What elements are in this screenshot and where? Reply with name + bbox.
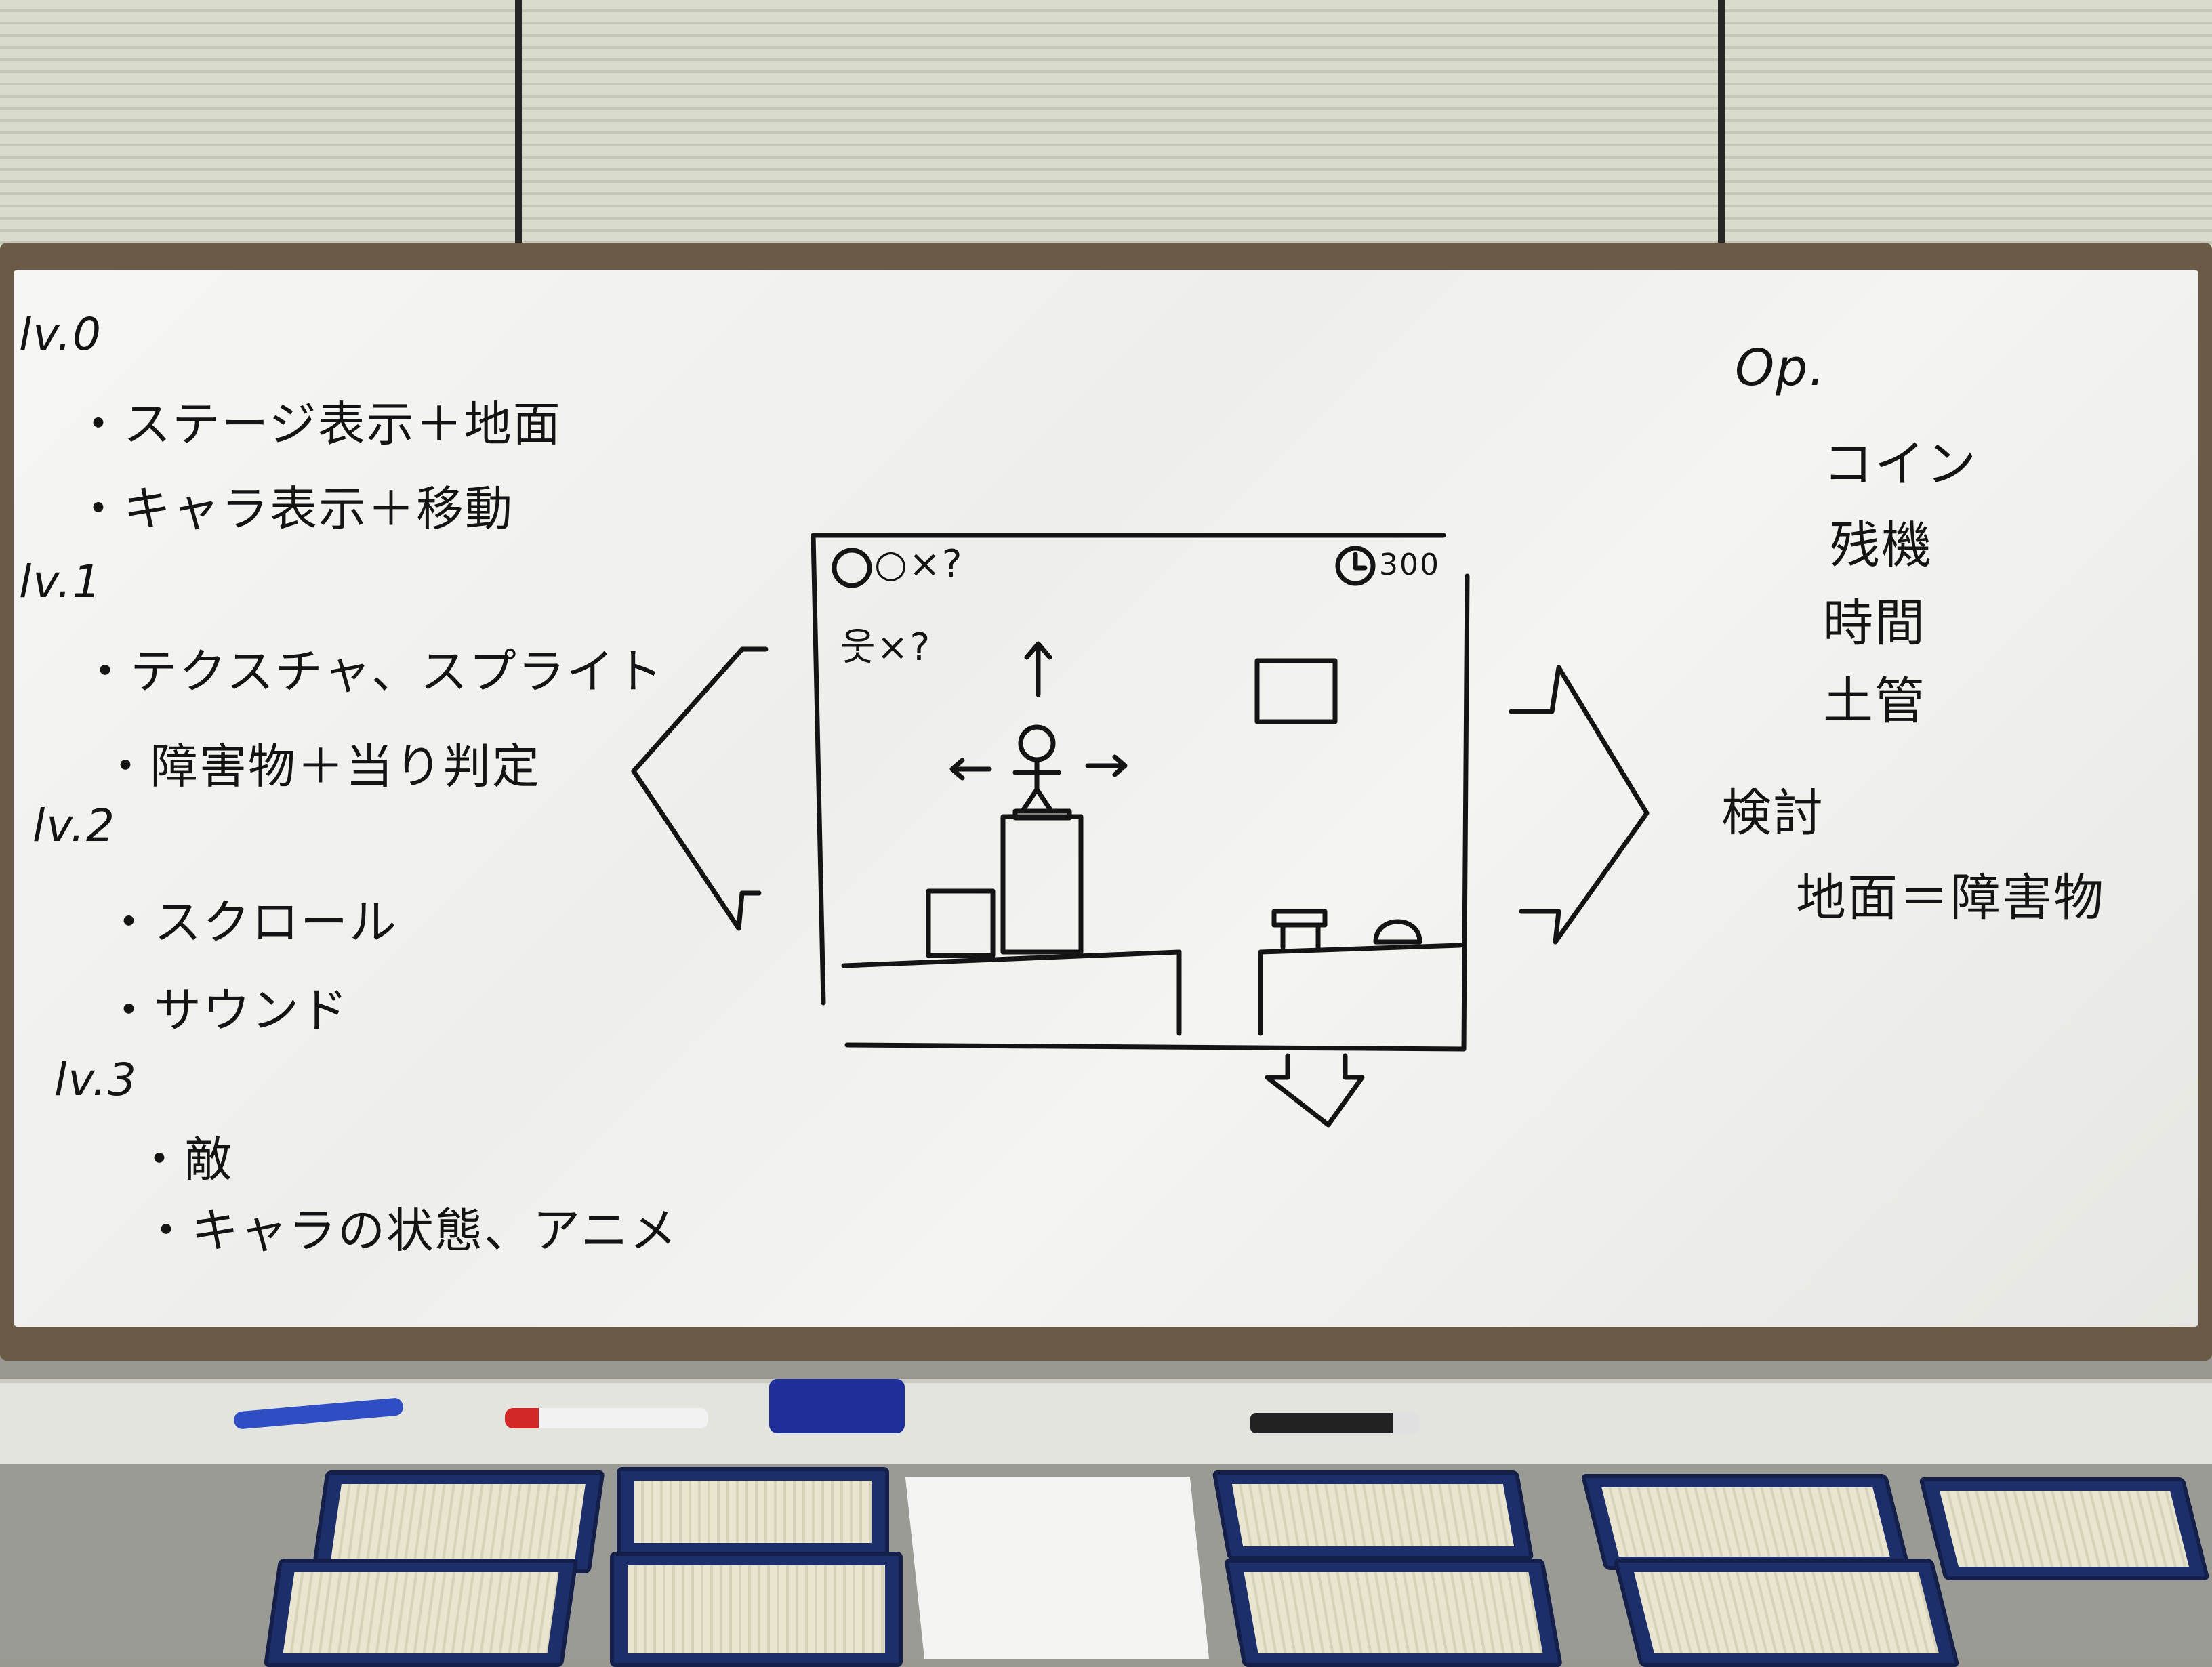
level-3-label: lv.3 <box>54 1054 138 1106</box>
level-3-item-2: ・キャラの状態、アニメ <box>142 1203 678 1258</box>
screen-border <box>811 533 1470 1052</box>
clock-icon <box>1335 546 1376 586</box>
review-heading: 検討 <box>1721 784 1824 842</box>
step-block-tall <box>1000 814 1084 955</box>
breadboard <box>610 1552 903 1667</box>
ground-right <box>1258 943 1463 1036</box>
level-0-item-1: ・ステージ表示＋地面 <box>75 396 562 452</box>
option-time: 時間 <box>1823 594 1926 653</box>
options-heading: Op. <box>1735 339 1826 397</box>
level-2-label: lv.2 <box>33 800 116 852</box>
blind-cord <box>515 0 522 251</box>
clock-hands <box>1353 552 1368 571</box>
level-2-item-2: ・サウンド <box>105 983 349 1038</box>
character-head <box>1018 724 1056 762</box>
black-marker[interactable] <box>1250 1413 1420 1433</box>
option-lives: 残機 <box>1830 516 1933 575</box>
character-body <box>1012 757 1061 812</box>
window-blinds <box>0 0 2212 251</box>
level-0-item-2: ・キャラ表示＋移動 <box>75 481 514 537</box>
enemy-sketch <box>1373 919 1422 945</box>
step-block-small <box>926 888 996 958</box>
breadboard <box>1613 1559 1960 1667</box>
right-arrow-chevron <box>1509 665 1650 945</box>
floating-block <box>1254 658 1338 724</box>
left-arrow-chevron <box>631 646 769 931</box>
down-arrow <box>1265 1053 1365 1128</box>
breadboard <box>263 1559 579 1667</box>
level-0-label: lv.0 <box>19 308 102 361</box>
pipe-sketch <box>1271 909 1328 950</box>
option-coin: コイン <box>1823 435 1978 493</box>
lives-counter: 웃×? <box>840 625 932 670</box>
timer-value: 300 <box>1379 548 1440 582</box>
right-move-arrow <box>1085 754 1128 777</box>
level-2-item-1: ・スクロール <box>105 894 398 950</box>
level-3-item-1: ・敵 <box>136 1132 233 1187</box>
coin-counter: ○×? <box>874 542 964 586</box>
up-arrow <box>1024 641 1052 697</box>
review-note: 地面＝障害物 <box>1796 869 2105 927</box>
ground-left <box>841 949 1182 1036</box>
breadboard <box>1919 1477 2210 1580</box>
breadboard <box>1212 1470 1534 1560</box>
level-1-item-2: ・障害物＋当り判定 <box>102 739 541 794</box>
breadboard <box>1223 1559 1563 1667</box>
option-pipe: 土管 <box>1823 672 1926 730</box>
whiteboard <box>14 270 2198 1327</box>
marker-tray <box>0 1379 2212 1468</box>
eraser[interactable] <box>769 1379 905 1433</box>
level-1-label: lv.1 <box>19 556 102 608</box>
blind-cord <box>1718 0 1725 251</box>
breadboard <box>617 1467 889 1557</box>
step-top <box>1012 808 1072 821</box>
level-1-item-1: ・テクスチャ、スプライト <box>81 644 664 699</box>
red-marker[interactable] <box>505 1408 708 1428</box>
left-move-arrow <box>949 758 992 781</box>
breadboard <box>1580 1474 1911 1570</box>
paper-bag <box>905 1477 1210 1659</box>
coin-icon <box>832 548 872 588</box>
